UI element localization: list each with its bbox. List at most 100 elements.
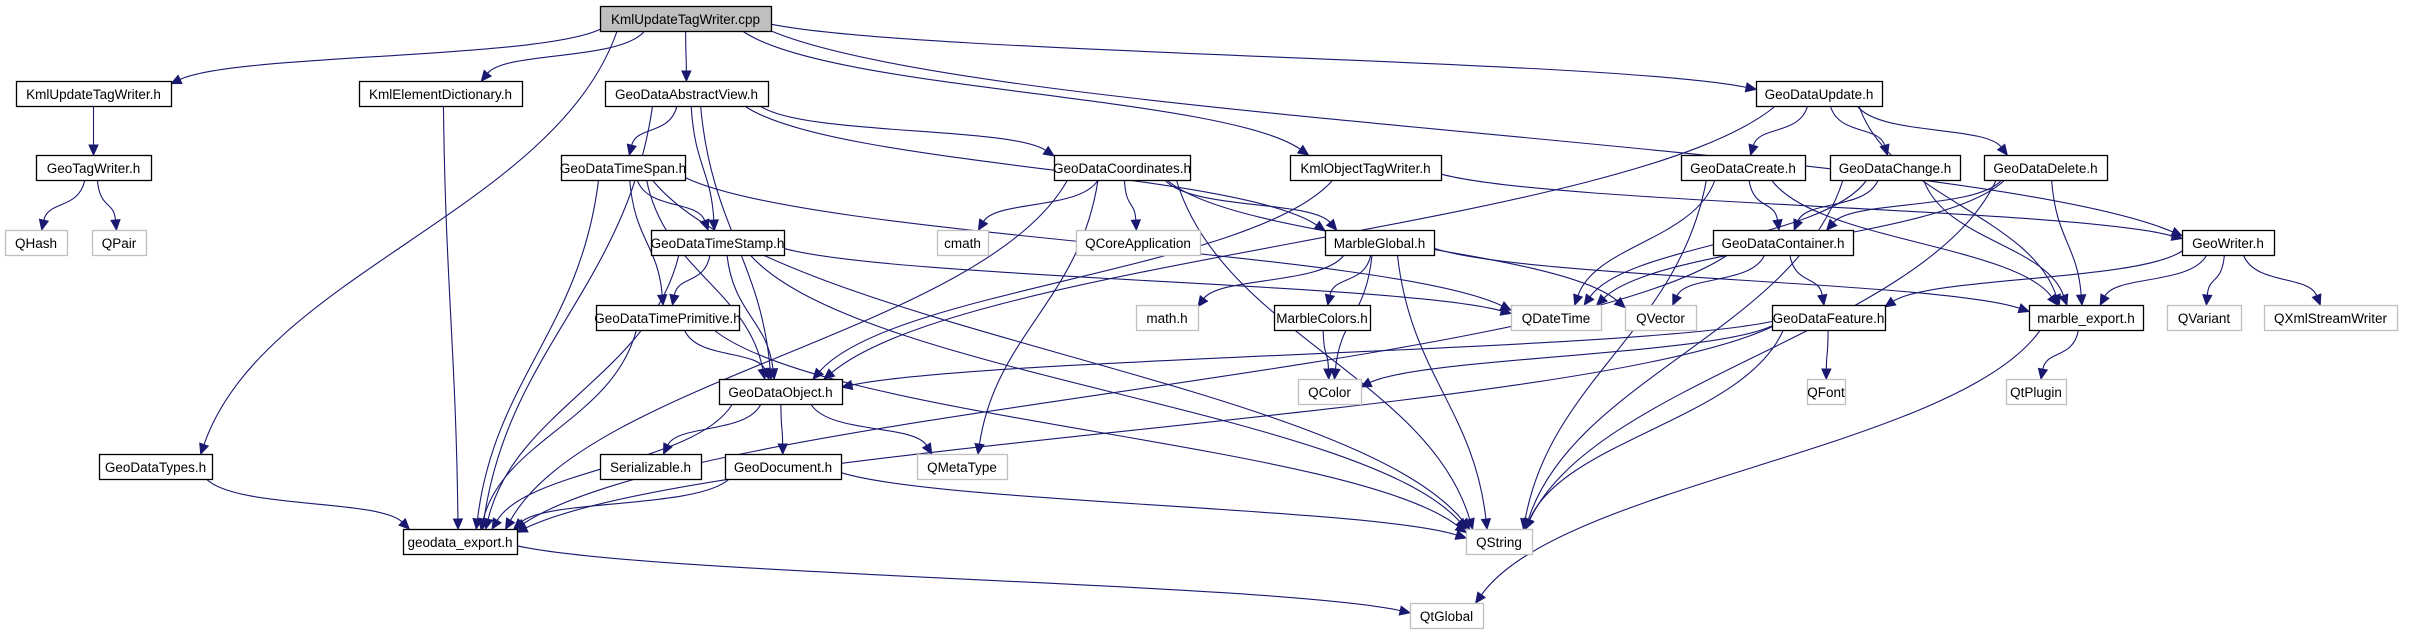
node-kmlelementdictionary-h[interactable]: KmlElementDictionary.h [358, 80, 524, 108]
node-box[interactable] [15, 80, 173, 108]
node-geodata-export-h[interactable]: geodata_export.h [402, 528, 519, 556]
node-box[interactable] [1712, 229, 1855, 257]
node-geodatatimespan-h[interactable]: GeoDataTimeSpan.h [560, 154, 687, 182]
node-box[interactable] [1324, 229, 1436, 257]
node-box[interactable] [1983, 154, 2109, 182]
node-box[interactable] [2028, 304, 2145, 332]
node-qcoreapplication[interactable]: QCoreApplication [1075, 229, 1202, 257]
node-qxmlstreamwriter[interactable]: QXmlStreamWriter [2263, 304, 2399, 332]
arrowhead-icon [1524, 517, 1535, 531]
node-box[interactable] [2263, 304, 2399, 332]
node-geowriter-h[interactable]: GeoWriter.h [2181, 229, 2276, 257]
node-box[interactable] [599, 5, 773, 33]
node-box[interactable] [1680, 154, 1807, 182]
node-geodatatimestamp-h[interactable]: GeoDataTimeStamp.h [650, 229, 786, 257]
node-cmath[interactable]: cmath [936, 229, 990, 257]
node-label: GeoDataCoordinates.h [1053, 161, 1191, 176]
node-box[interactable] [1806, 378, 1847, 406]
arrowhead-icon [669, 293, 680, 307]
arrowhead-icon [1816, 293, 1828, 307]
node-label: math.h [1146, 311, 1187, 326]
node-geodocument-h[interactable]: GeoDocument.h [724, 453, 843, 481]
node-box[interactable] [402, 528, 519, 556]
node-geodatadelete-h[interactable]: GeoDataDelete.h [1983, 154, 2109, 182]
node-box[interactable] [98, 453, 214, 481]
node-marbleglobal-h[interactable]: MarbleGlobal.h [1324, 229, 1436, 257]
node-geodataabstractview-h[interactable]: GeoDataAbstractView.h [604, 80, 770, 108]
node-box[interactable] [936, 229, 990, 257]
node-box[interactable] [1289, 154, 1443, 182]
node-box[interactable] [2005, 378, 2068, 406]
edge-marbleglobal_h-to-marblecolors_h [1329, 254, 1372, 296]
node-qdatetime[interactable]: QDateTime [1510, 304, 1603, 332]
node-qtglobal[interactable]: QtGlobal [1409, 602, 1485, 630]
node-box[interactable] [1510, 304, 1603, 332]
node-box[interactable] [1771, 304, 1887, 332]
arrowhead-icon [1595, 293, 1608, 306]
edge-geotagwriter_h-to-qhash [43, 179, 86, 221]
node-box[interactable] [1075, 229, 1202, 257]
node-box[interactable] [916, 453, 1009, 481]
node-geodatachange-h[interactable]: GeoDataChange.h [1829, 154, 1962, 182]
edge-geodatacoordinates_h-to-cmath [983, 179, 1099, 222]
arrowhead-icon [1825, 218, 1838, 231]
node-qpair[interactable]: QPair [91, 229, 148, 257]
node-geodatacoordinates-h[interactable]: GeoDataCoordinates.h [1053, 154, 1192, 182]
node-box[interactable] [650, 229, 786, 257]
node-box[interactable] [91, 229, 148, 257]
node-geotagwriter-h[interactable]: GeoTagWriter.h [35, 154, 153, 182]
node-geodatatimeprimitive-h[interactable]: GeoDataTimePrimitive.h [594, 304, 741, 332]
node-qfont[interactable]: QFont [1806, 378, 1847, 406]
node-qmetatype[interactable]: QMetaType [916, 453, 1009, 481]
node-box[interactable] [1135, 304, 1200, 332]
node-kmlobjecttagwriter-h[interactable]: KmlObjectTagWriter.h [1289, 154, 1443, 182]
edge-root-to-geodataupdate_h [770, 23, 1747, 88]
node-box[interactable] [560, 154, 687, 182]
node-box[interactable] [358, 80, 524, 108]
node-box[interactable] [1465, 528, 1534, 556]
node-box[interactable] [1273, 304, 1372, 332]
node-box[interactable] [1829, 154, 1962, 182]
node-geodatafeature-h[interactable]: GeoDataFeature.h [1771, 304, 1887, 332]
node-geodataobject-h[interactable]: GeoDataObject.h [718, 378, 844, 406]
node-marble-export-h[interactable]: marble_export.h [2028, 304, 2145, 332]
node-marblecolors-h[interactable]: MarbleColors.h [1273, 304, 1372, 332]
node-box[interactable] [1409, 602, 1485, 630]
node-qhash[interactable]: QHash [4, 229, 69, 257]
node-math-h[interactable]: math.h [1135, 304, 1200, 332]
node-label: QVariant [2178, 311, 2231, 326]
node-label: cmath [944, 236, 981, 251]
node-qtplugin[interactable]: QtPlugin [2005, 378, 2068, 406]
node-box[interactable] [1053, 154, 1192, 182]
node-geodatacontainer-h[interactable]: GeoDataContainer.h [1712, 229, 1855, 257]
node-serializable-h[interactable]: Serializable.h [599, 453, 703, 481]
node-geodatacreate-h[interactable]: GeoDataCreate.h [1680, 154, 1807, 182]
node-qstring[interactable]: QString [1465, 528, 1534, 556]
node-box[interactable] [2166, 304, 2243, 332]
edge-geodatatimespan_h-to-geodatatimeprimitive_h [629, 179, 663, 296]
node-box[interactable] [2181, 229, 2276, 257]
node-qvariant[interactable]: QVariant [2166, 304, 2243, 332]
edge-geowriter_h-to-qvariant [2206, 254, 2225, 296]
nodes-layer: KmlUpdateTagWriter.cppKmlUpdateTagWriter… [4, 5, 2399, 630]
edge-geodatafeature_h-to-geodataobject_h [851, 320, 1773, 386]
node-box[interactable] [718, 378, 844, 406]
node-box[interactable] [1297, 378, 1363, 406]
node-geodataupdate-h[interactable]: GeoDataUpdate.h [1755, 80, 1884, 108]
node-root[interactable]: KmlUpdateTagWriter.cpp [599, 5, 773, 33]
node-kmlupdatetagwriter-h[interactable]: KmlUpdateTagWriter.h [15, 80, 173, 108]
arrowhead-icon [977, 218, 989, 232]
node-qcolor[interactable]: QColor [1297, 378, 1363, 406]
node-box[interactable] [724, 453, 843, 481]
node-box[interactable] [35, 154, 153, 182]
node-box[interactable] [1755, 80, 1884, 108]
node-box[interactable] [1624, 304, 1698, 332]
node-box[interactable] [595, 304, 741, 332]
node-geodatatypes-h[interactable]: GeoDataTypes.h [98, 453, 214, 481]
node-qvector[interactable]: QVector [1624, 304, 1698, 332]
node-box[interactable] [4, 229, 69, 257]
node-box[interactable] [599, 453, 703, 481]
node-box[interactable] [604, 80, 770, 108]
node-label: KmlUpdateTagWriter.cpp [611, 12, 760, 27]
node-label: GeoDataFeature.h [1773, 311, 1885, 326]
